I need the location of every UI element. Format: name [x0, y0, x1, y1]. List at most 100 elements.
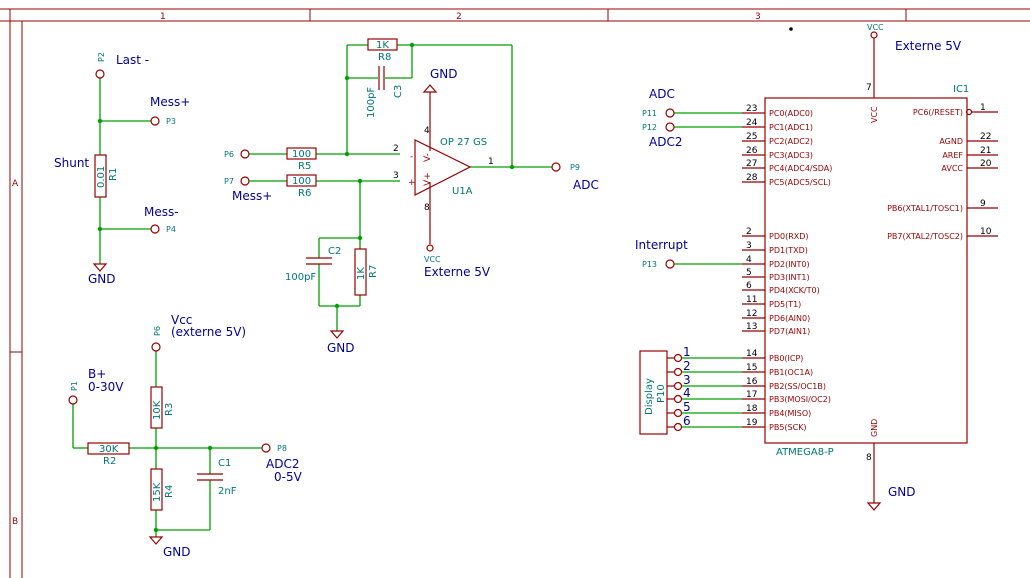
r4-value: 15K — [152, 482, 163, 502]
ic1-pin-name: PC4(ADC4/SDA) — [769, 164, 832, 173]
stray-dot — [789, 27, 793, 31]
divider-section: P1 P6 P8 Vcc (externe 5V) B+ 0-30V ADC2 … — [68, 313, 303, 559]
ic1-pin-number: 26 — [746, 146, 758, 156]
resistor-r6[interactable] — [286, 174, 317, 187]
p10-pin-number: 2 — [683, 359, 691, 373]
p10-pin-circle[interactable] — [673, 394, 683, 404]
label-gnd-op: GND — [430, 67, 458, 81]
capacitor-c3[interactable] — [378, 66, 385, 90]
ic1-pin-number: 17 — [746, 390, 757, 400]
opamp-gnd-arrow — [422, 84, 438, 93]
r1-value: 0.01 — [96, 166, 107, 188]
opamp-pin-1: 1 — [488, 157, 494, 167]
opamp-minus-sign: - — [410, 152, 413, 162]
label-gnd-shunt: GND — [88, 272, 116, 286]
ic1-pin-number: 12 — [746, 309, 757, 319]
opamp-vcc-circle — [426, 244, 434, 252]
port-p12-label: P12 — [642, 123, 657, 132]
port-p7-circle[interactable] — [240, 176, 250, 186]
ic1-pin-number: 15 — [746, 363, 757, 373]
opamp-pin-2: 2 — [393, 144, 399, 154]
ic1-pin-number: 14 — [746, 349, 758, 359]
ic1-pin-name: PD4(XCK/T0) — [769, 286, 820, 295]
opamp-value: OP 27 GS — [440, 137, 487, 148]
port-p12-circle[interactable] — [665, 122, 675, 132]
ic1-pin-name: PC5(ADC5/SCL) — [769, 178, 831, 187]
port-p4-circle[interactable] — [150, 224, 160, 234]
ic1-pin-name: PD6(AIN0) — [769, 314, 810, 323]
ic1-pin-name: PC0(ADC0) — [769, 109, 813, 118]
reset-inversion-bubble — [965, 108, 973, 116]
capacitor-c2[interactable] — [306, 257, 332, 265]
opamp-inv-symbol: V- — [423, 153, 433, 162]
r8-value: 1K — [376, 40, 389, 51]
port-p3-circle[interactable] — [150, 116, 160, 126]
port-p9-circle[interactable] — [551, 162, 561, 172]
ic1-pin-name: AREF — [942, 151, 963, 160]
port-p6-circle[interactable] — [240, 149, 250, 159]
port-p1-circle[interactable] — [68, 395, 78, 405]
capacitor-c1[interactable] — [197, 473, 223, 481]
junction-dot — [334, 303, 340, 309]
ic1-pin-name: PB2(SS/OC1B) — [769, 382, 826, 391]
resistor-r3[interactable] — [150, 386, 163, 429]
resistor-r4[interactable] — [150, 468, 163, 511]
opamp-plus-sign: + — [408, 178, 416, 188]
frame-row-b: B — [12, 517, 18, 527]
port-p1-label: P1 — [70, 381, 79, 391]
ic1-pin-name: PD2(INT0) — [769, 260, 810, 269]
opamp-u1a[interactable] — [414, 139, 472, 196]
ic1-pin-number: 11 — [746, 295, 757, 305]
opamp-pin-3: 3 — [393, 171, 399, 181]
port-p13-label: P13 — [642, 260, 657, 269]
label-adc-in: ADC — [649, 87, 675, 101]
p10-pin-circle[interactable] — [673, 408, 683, 418]
p10-pin-number: 6 — [683, 414, 691, 428]
ic1-pin-name: PB3(MOSI/OC2) — [769, 395, 831, 404]
junction-dot — [344, 75, 350, 81]
port-p6b-circle[interactable] — [151, 342, 161, 352]
ic1-pin-name: PD3(INT1) — [769, 273, 810, 282]
opamp-noninv-symbol: V+ — [423, 172, 433, 186]
p10-pin-circle[interactable] — [673, 381, 683, 391]
ic1-pin-number: 19 — [746, 418, 758, 428]
resistor-r5[interactable] — [286, 147, 317, 160]
gnd-symbol — [148, 536, 164, 545]
resistor-r1[interactable] — [94, 154, 107, 198]
p10-pin-circle[interactable] — [673, 367, 683, 377]
label-mess-plus-in: Mess+ — [232, 189, 272, 203]
resistor-r8[interactable] — [367, 38, 398, 51]
p10-pin-circle[interactable] — [673, 353, 683, 363]
ic1-body[interactable] — [764, 97, 968, 444]
r6-value: 100 — [292, 176, 311, 187]
ic1-input-ports: P11 P12 P13 ADC ADC2 Interrupt — [635, 87, 742, 269]
ic1-pin-name: PD1(TXD) — [769, 246, 808, 255]
ic1-pin-number: 18 — [746, 404, 758, 414]
junction-dot — [207, 445, 213, 451]
ic1-pin-name: PC2(ADC2) — [769, 137, 813, 146]
ic1-pin-name: PB0(ICP) — [769, 354, 803, 363]
junction-dot — [409, 42, 415, 48]
junction-dot — [153, 527, 159, 533]
p10-ref: P10 — [656, 384, 667, 403]
connector-p10[interactable] — [639, 350, 668, 435]
port-p11-circle[interactable] — [665, 108, 675, 118]
label-adc2-in: ADC2 — [649, 135, 682, 149]
ic1-pin-name: AVCC — [941, 164, 963, 173]
opamp-ref: U1A — [452, 186, 473, 197]
resistor-r2[interactable] — [87, 442, 130, 455]
port-p8-circle[interactable] — [261, 443, 271, 453]
r7-value: 1K — [356, 267, 367, 280]
label-externe-5v-ic: Externe 5V — [895, 39, 962, 53]
ic1-pin-number: 13 — [746, 322, 757, 332]
port-p13-circle[interactable] — [665, 259, 675, 269]
resistor-r7[interactable] — [354, 248, 367, 296]
p10-pin-circle[interactable] — [673, 422, 683, 432]
ic1-pin-number: 28 — [746, 173, 758, 183]
port-p2-circle[interactable] — [95, 69, 105, 79]
gnd-symbol — [92, 263, 108, 272]
ic1-pin-number: 22 — [980, 132, 991, 142]
ic1-pin-number: 16 — [746, 377, 758, 387]
